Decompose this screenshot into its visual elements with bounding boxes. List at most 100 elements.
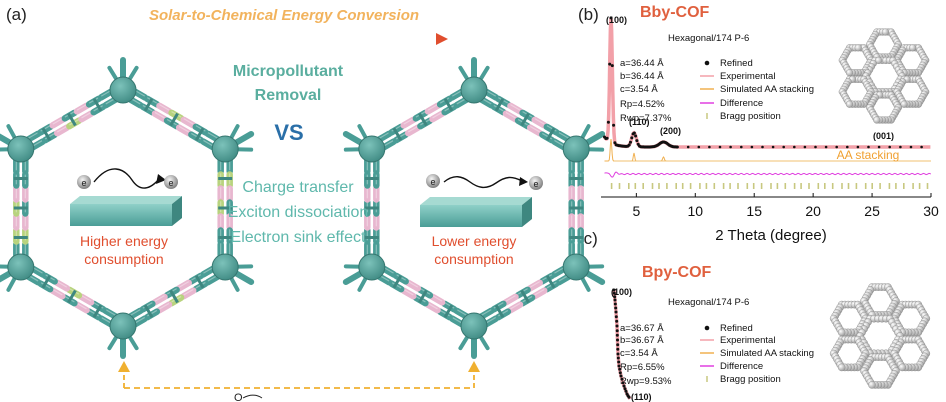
framework-rung (143, 97, 154, 112)
panel-c-param-rwp: Rwp=9.53% (620, 376, 672, 387)
refined-point (867, 145, 870, 149)
atom (845, 69, 854, 77)
peak-110: (110) (629, 117, 650, 127)
framework-rung (520, 112, 530, 127)
left-inner: e e Higher energy consumption (70, 168, 182, 267)
framework-edge (25, 265, 119, 328)
atom (874, 56, 883, 65)
framework-bond-highlight (130, 309, 141, 316)
transfer-arrow (93, 168, 161, 189)
refined-point (616, 352, 620, 356)
framework-bond-highlight (558, 132, 569, 139)
framework-bond (102, 96, 119, 109)
framework-bond (502, 293, 519, 306)
framework-bond-highlight (444, 302, 455, 309)
removal-label: Removal (255, 87, 322, 104)
panel-b-param-a: a=36.44 Å (620, 58, 664, 69)
framework-bond (200, 265, 217, 278)
x-tick-label: 10 (687, 203, 703, 219)
framework-bond-highlight (510, 104, 521, 111)
cof-structure-model (829, 283, 931, 389)
refined-point (615, 329, 619, 333)
framework-bond (151, 110, 168, 123)
framework-bond-highlight (485, 90, 497, 97)
panel-b-title: Bby-COF (640, 4, 710, 21)
framework-rung (67, 112, 77, 127)
framework-node (7, 135, 35, 163)
framework-bond-highlight (379, 132, 390, 139)
refined-point (782, 145, 785, 149)
catalyst-slab-top (420, 197, 532, 205)
framework-rung (545, 127, 556, 142)
electron-icon (164, 175, 178, 189)
framework-bond-highlight (195, 125, 206, 132)
electron-icon (426, 174, 440, 188)
refined-point (623, 387, 627, 391)
peak-200: (200) (660, 126, 681, 136)
framework-bond (180, 287, 197, 300)
framework-edge (25, 88, 119, 151)
framework-bond (376, 130, 393, 143)
panel-c-param-a: a=36.67 Å (620, 323, 664, 334)
refined-point (613, 302, 617, 306)
framework-bond-highlight (32, 267, 43, 274)
framework-bond-highlight (510, 302, 521, 310)
refined-point (846, 145, 849, 149)
framework-bond-highlight (554, 267, 565, 274)
framework-bond-highlight (427, 104, 438, 111)
framework-rung (92, 97, 103, 112)
framework-bond (127, 96, 144, 109)
legend-difference: Difference (720, 361, 763, 372)
framework-bond-highlight (76, 302, 87, 310)
refined-point (616, 356, 620, 360)
refined-point (835, 145, 838, 149)
framework-node (460, 76, 488, 104)
framework-bond (449, 88, 466, 101)
framework-bond (449, 315, 466, 328)
legend-bragg: Bragg position (720, 111, 781, 122)
arrowhead-up (118, 361, 130, 372)
refined-point (612, 123, 616, 127)
framework-bond-highlight (76, 104, 87, 111)
vs-label: VS (274, 120, 303, 145)
framework-bond (156, 301, 173, 314)
framework-edge (364, 157, 380, 259)
framework-rung (520, 289, 530, 304)
atom (881, 28, 890, 36)
framework-bond (78, 110, 95, 123)
framework-bond-highlight (481, 309, 492, 316)
framework-bond-highlight (529, 125, 541, 133)
left-caption-2: consumption (84, 251, 163, 267)
refined-point (618, 371, 622, 375)
framework-bond (131, 315, 148, 328)
refined-point (634, 134, 638, 138)
refined-point (609, 16, 613, 20)
legend-bragg: Bragg position (720, 374, 781, 385)
framework-bond (507, 102, 524, 115)
mechanism-3: Electron sink effect (231, 229, 366, 246)
panel-b-param-c: c=3.54 Å (620, 84, 658, 95)
framework-edge (217, 157, 233, 259)
refined-point (624, 389, 628, 393)
refined-point (619, 374, 623, 378)
micropollutant-label: Micropollutant (233, 63, 344, 80)
framework-bond-highlight (451, 90, 463, 97)
framework-bond-highlight (395, 132, 406, 140)
refined-point (708, 145, 711, 149)
framework-bond (204, 273, 221, 286)
framework-bond (49, 287, 66, 300)
framework-bond-highlight (383, 267, 394, 274)
framework-rung (418, 289, 428, 304)
aa-stacking-label: AA stacking (837, 148, 900, 162)
framework-bond (380, 265, 397, 278)
framework-bond-highlight (178, 281, 190, 288)
framework-bond-highlight (485, 316, 497, 324)
framework-bond-highlight (93, 302, 104, 309)
framework-bond-highlight (207, 132, 218, 139)
framework-bond-highlight (134, 90, 146, 97)
framework-edge (376, 265, 470, 328)
framework-rung (194, 274, 205, 289)
framework-bond (380, 138, 397, 151)
